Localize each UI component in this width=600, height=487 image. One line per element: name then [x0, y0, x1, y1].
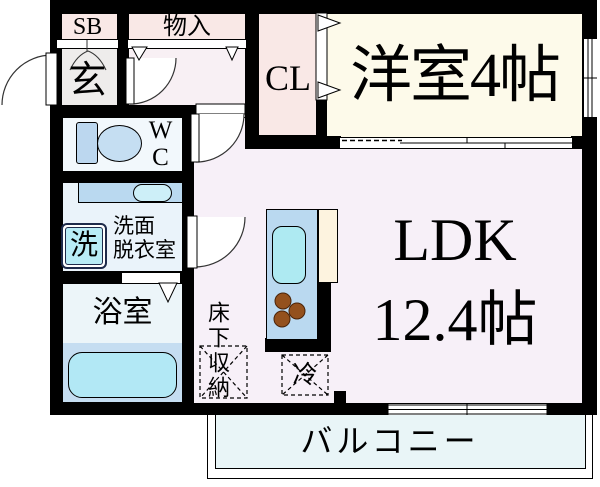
- western-window: [584, 38, 597, 118]
- room-balcony: [215, 413, 586, 469]
- label-washroom-line2: 脱衣室: [113, 238, 176, 262]
- label-bathroom: 浴室: [92, 296, 153, 329]
- kitchen-bar: [318, 209, 338, 283]
- label-washroom-line1: 洗面: [113, 214, 155, 238]
- washroom-door-leaf: [186, 215, 198, 269]
- label-wc: WC: [148, 117, 173, 171]
- bathroom-fold-door-mark: [158, 282, 178, 304]
- wall-western-bottom-right: [571, 136, 583, 149]
- label-ldk-line2: 12.4帖: [372, 287, 538, 353]
- storage-fold-mark-right: [225, 46, 239, 62]
- washroom-door-arc: [194, 216, 246, 268]
- wall-wc-washroom: [62, 172, 193, 182]
- label-washer: 洗: [69, 230, 98, 261]
- hall-door-leaf: [125, 57, 135, 105]
- toilet-bowl: [97, 125, 142, 162]
- hall-ldk-door-arc: [195, 113, 245, 163]
- storage-fold-mark-left: [131, 46, 148, 62]
- entrance-door-leaf: [45, 52, 58, 106]
- washroom-door-swing: [195, 217, 245, 267]
- hall-ldk-door-swing: [196, 114, 244, 162]
- wall-kitchen-bottom: [265, 338, 331, 352]
- label-underfloor-storage: 床下収納: [205, 301, 230, 401]
- label-closet: CL: [264, 58, 311, 98]
- wall-closet-bottom: [245, 136, 341, 149]
- vanity-sink: [133, 184, 172, 202]
- shoe-box-swing-mark: [69, 50, 107, 71]
- wall-hall-closet: [245, 13, 259, 136]
- label-washroom: 洗面 脱衣室: [113, 214, 183, 262]
- room-closet: [258, 13, 318, 136]
- room-ldk: [193, 117, 583, 404]
- wall-closet-western-lower: [316, 100, 327, 137]
- wall-kitchen-right: [318, 283, 331, 352]
- hall-door-arc: [129, 57, 177, 105]
- label-western-room: 洋室4帖: [349, 42, 561, 110]
- washer-box: [61, 223, 107, 269]
- label-refrigerator: 冷: [292, 362, 318, 389]
- label-ldk: LDK 12.4帖: [330, 200, 580, 360]
- entrance-door-arc: [1, 54, 53, 106]
- bathroom-door-opening: [122, 273, 180, 283]
- wall-top: [50, 0, 597, 13]
- label-storage: 物入: [163, 14, 211, 40]
- sliding-door-western: [340, 137, 572, 149]
- wall-hall-south: [50, 105, 196, 118]
- bathtub: [68, 352, 177, 398]
- label-entrance: 玄: [68, 60, 107, 102]
- underfloor-storage-box: [199, 345, 248, 399]
- hall-ldk-opening: [195, 103, 246, 115]
- storage-front: [128, 39, 246, 49]
- kitchen-sink: [272, 226, 306, 284]
- closet-fold-mark-top: [317, 14, 342, 32]
- entrance-door-swing: [2, 55, 52, 105]
- wall-entrance-hall: [117, 13, 128, 106]
- balcony-window: [387, 404, 548, 415]
- hall-door-swing: [130, 58, 176, 104]
- label-balcony: バルコニー: [300, 423, 480, 459]
- closet-fold-mark-bottom: [317, 81, 342, 99]
- label-ldk-line1: LDK: [393, 207, 517, 273]
- washer-box-inner: [65, 227, 103, 265]
- label-shoe-box: SB: [72, 14, 103, 40]
- burner-icons: [273, 292, 306, 328]
- room-entrance: [57, 48, 118, 106]
- hall-ldk-door-leaf: [190, 113, 200, 163]
- closet-door-band: [315, 12, 328, 101]
- fridge-box: [281, 354, 329, 396]
- wall-fridge-stub: [334, 391, 346, 404]
